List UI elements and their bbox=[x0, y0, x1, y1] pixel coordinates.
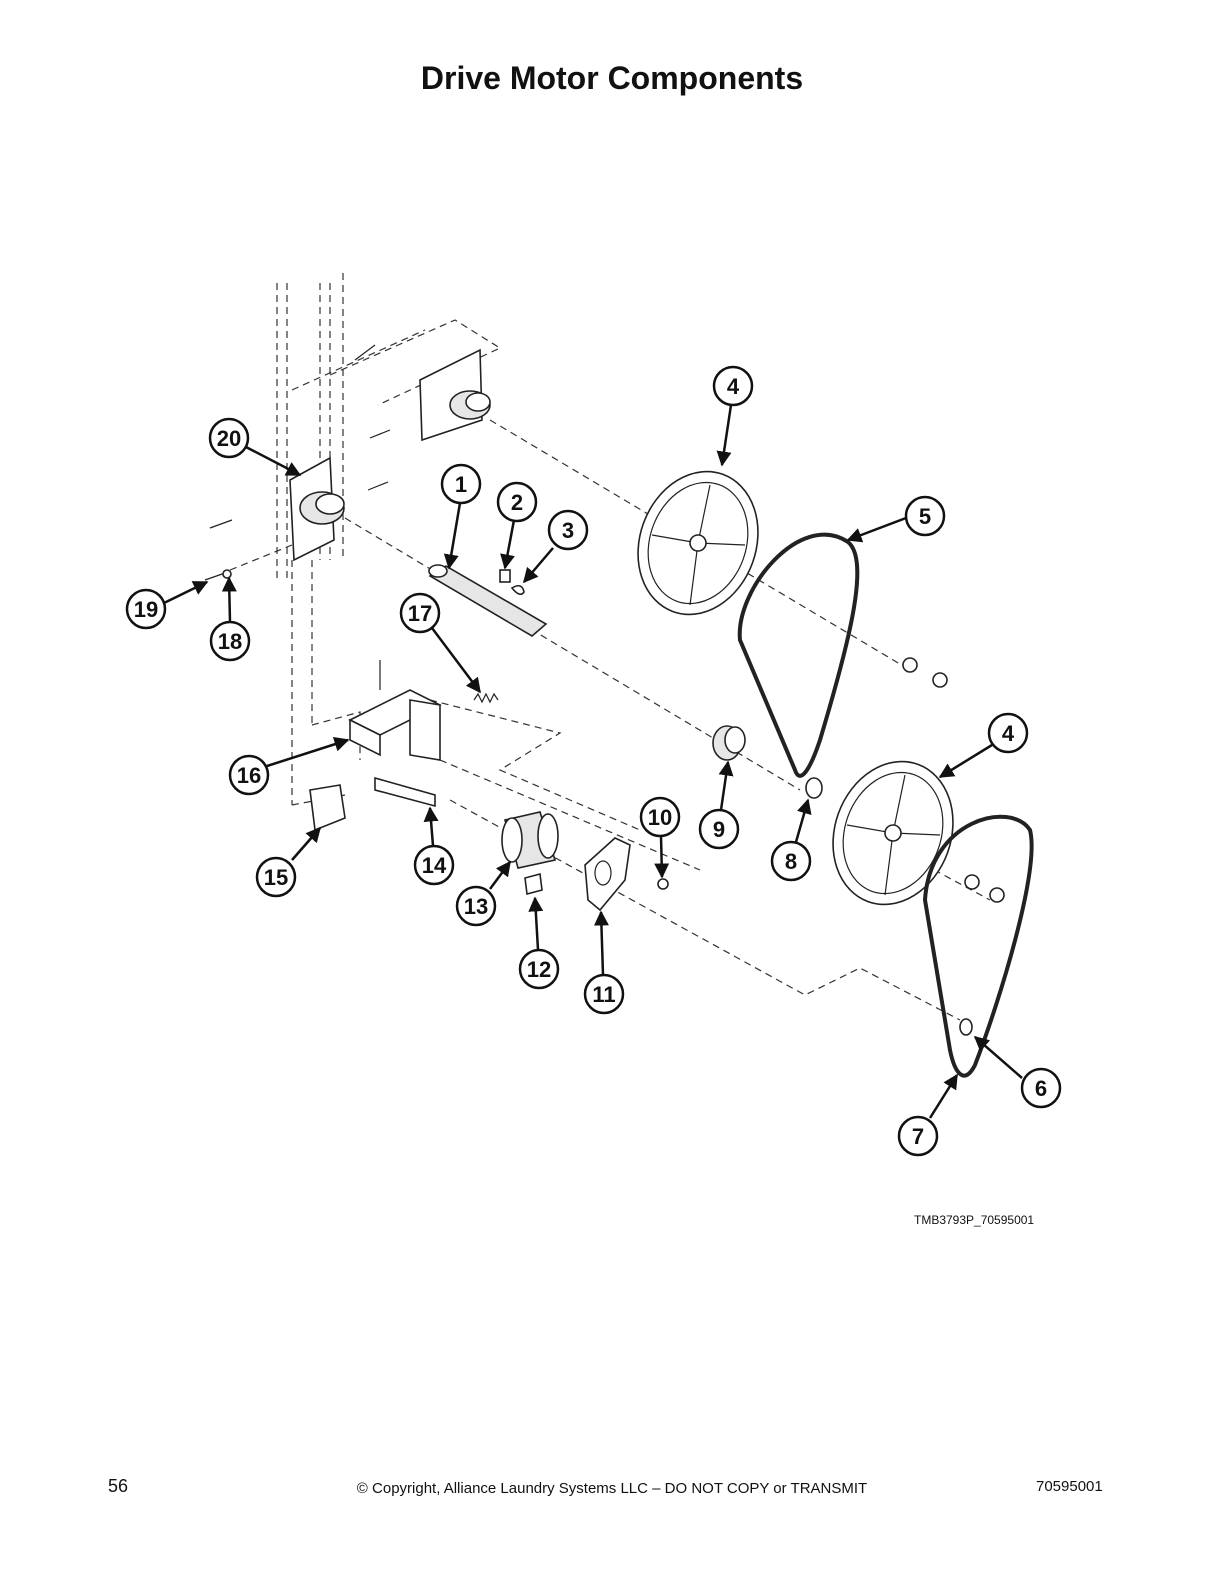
callout-leaders bbox=[163, 404, 1023, 1119]
drive-shaft bbox=[428, 564, 548, 637]
motor-cover bbox=[309, 784, 346, 832]
wheel-hub-parts bbox=[902, 657, 1005, 903]
callout-18: 18 bbox=[209, 620, 251, 662]
motor-clip bbox=[524, 872, 543, 896]
callout-11: 11 bbox=[583, 973, 625, 1015]
callout-14: 14 bbox=[413, 844, 455, 886]
assembly-guide-lines bbox=[229, 319, 991, 1021]
callout-16: 16 bbox=[228, 754, 270, 796]
svg-text:17: 17 bbox=[408, 601, 432, 626]
upper-pulley-wheel bbox=[637, 470, 759, 616]
callout-2: 2 bbox=[496, 481, 538, 523]
svg-text:7: 7 bbox=[912, 1124, 924, 1149]
svg-text:15: 15 bbox=[264, 865, 288, 890]
callout-15: 15 bbox=[255, 856, 297, 898]
idler-roller bbox=[959, 1018, 973, 1036]
svg-text:16: 16 bbox=[237, 763, 261, 788]
callout-3: 3 bbox=[547, 509, 589, 551]
svg-text:10: 10 bbox=[648, 805, 672, 830]
callout-19: 19 bbox=[125, 588, 167, 630]
callout-8: 8 bbox=[770, 840, 812, 882]
motor-mount-bracket bbox=[348, 660, 442, 761]
document-number: 70595001 bbox=[1036, 1478, 1103, 1495]
callout-4-lower: 4 bbox=[987, 712, 1029, 754]
copyright-notice: © Copyright, Alliance Laundry Systems LL… bbox=[356, 1480, 868, 1497]
callout-9: 9 bbox=[698, 808, 740, 850]
svg-text:6: 6 bbox=[1035, 1076, 1047, 1101]
svg-text:20: 20 bbox=[217, 426, 241, 451]
callout-20: 20 bbox=[208, 417, 250, 459]
callout-10: 10 bbox=[639, 796, 681, 838]
lower-pulley-wheel bbox=[832, 760, 954, 906]
svg-text:11: 11 bbox=[592, 982, 615, 1007]
small-bracket bbox=[374, 776, 436, 808]
page-number: 56 bbox=[108, 1476, 129, 1496]
callout-6: 6 bbox=[1020, 1067, 1062, 1109]
upper-drive-belt bbox=[737, 532, 860, 778]
svg-text:2: 2 bbox=[511, 490, 523, 515]
page-title: Drive Motor Components bbox=[420, 60, 804, 96]
motor-plate bbox=[584, 837, 631, 912]
callout-13: 13 bbox=[455, 885, 497, 927]
tension-spring bbox=[473, 692, 499, 704]
upper-mount bbox=[419, 348, 491, 442]
svg-text:8: 8 bbox=[785, 849, 797, 874]
callout-17: 17 bbox=[399, 592, 441, 634]
callout-7: 7 bbox=[897, 1115, 939, 1157]
bearing-housing bbox=[289, 456, 345, 562]
svg-text:4: 4 bbox=[727, 374, 740, 399]
shaft-keys bbox=[499, 569, 525, 596]
callout-5: 5 bbox=[904, 495, 946, 537]
svg-text:18: 18 bbox=[218, 629, 242, 654]
lower-drive-belt bbox=[922, 814, 1034, 1078]
drive-motor bbox=[501, 811, 559, 869]
callout-4-upper: 4 bbox=[712, 365, 754, 407]
callout-12: 12 bbox=[518, 948, 560, 990]
svg-text:4: 4 bbox=[1002, 721, 1015, 746]
svg-text:12: 12 bbox=[527, 957, 551, 982]
svg-text:19: 19 bbox=[134, 597, 158, 622]
pulley-bushing bbox=[805, 777, 823, 799]
svg-text:1: 1 bbox=[455, 472, 467, 497]
callout-1: 1 bbox=[440, 463, 482, 505]
svg-text:3: 3 bbox=[562, 518, 574, 543]
svg-text:13: 13 bbox=[464, 894, 488, 919]
svg-text:5: 5 bbox=[919, 504, 931, 529]
drawing-id: TMB3793P_70595001 bbox=[914, 1213, 1035, 1227]
hex-nut bbox=[657, 878, 669, 890]
svg-text:9: 9 bbox=[713, 817, 725, 842]
svg-text:14: 14 bbox=[422, 853, 447, 878]
motor-pulley bbox=[712, 725, 746, 761]
